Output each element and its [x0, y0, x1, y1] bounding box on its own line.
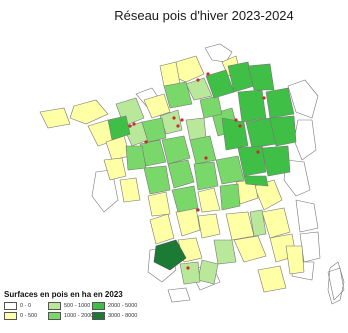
- legend-item: 500 - 1000: [48, 302, 90, 310]
- trial-site-dot: [204, 156, 208, 160]
- department: [153, 239, 187, 271]
- trial-site-dot: [144, 140, 148, 144]
- departments-500-1000: [115, 77, 267, 285]
- legend-item: 1000 - 2000: [48, 312, 93, 320]
- legend-items: 0 - 0 500 - 1000 2000 - 5000 0 - 500 100…: [4, 302, 344, 320]
- legend-label: 500 - 1000: [64, 303, 91, 309]
- legend-label: 3000 - 8000: [108, 313, 138, 319]
- department: [219, 183, 241, 211]
- department: [327, 267, 345, 301]
- department: [143, 93, 171, 119]
- legend-item: 0 - 0: [4, 302, 42, 310]
- legend-swatch: [4, 302, 17, 310]
- department: [265, 87, 295, 119]
- legend-swatch: [4, 312, 17, 320]
- department: [285, 245, 305, 275]
- departments-0-500: [39, 55, 305, 293]
- trial-site-dot: [238, 124, 242, 128]
- department: [221, 117, 249, 151]
- department: [185, 117, 207, 141]
- corsica-outline: [327, 261, 345, 305]
- department: [107, 115, 131, 141]
- legend-label: 2000 - 5000: [108, 303, 138, 309]
- trial-sites: [128, 72, 266, 270]
- legend-item: 3000 - 8000: [92, 312, 137, 320]
- trial-site-dot: [186, 266, 190, 270]
- trial-site-dot: [196, 78, 200, 82]
- department: [243, 175, 269, 187]
- department: [119, 177, 141, 203]
- trial-site-dot: [172, 116, 176, 120]
- legend-label: 0 - 500: [20, 313, 38, 319]
- department: [39, 107, 71, 129]
- trial-site-dot: [256, 150, 260, 154]
- department: [283, 159, 311, 197]
- department: [167, 159, 195, 189]
- department: [167, 287, 191, 303]
- department: [215, 155, 245, 185]
- trial-site-dot: [234, 118, 238, 122]
- departments-2000-5000: [107, 61, 297, 187]
- department: [171, 185, 199, 213]
- departments-3000-8000: [153, 239, 187, 271]
- department: [189, 135, 217, 165]
- trial-site-dot: [176, 124, 180, 128]
- trial-site-dot: [196, 208, 200, 212]
- department: [141, 117, 167, 143]
- department: [149, 213, 175, 245]
- department: [225, 211, 255, 241]
- department: [69, 99, 109, 125]
- legend-swatch: [92, 312, 105, 320]
- department: [213, 239, 237, 265]
- department: [197, 187, 221, 213]
- department: [261, 207, 291, 239]
- department: [197, 259, 219, 285]
- department: [175, 207, 201, 237]
- legend-swatch: [48, 312, 61, 320]
- department: [261, 145, 291, 177]
- department: [293, 119, 317, 161]
- department: [237, 89, 267, 123]
- department: [237, 145, 267, 177]
- department: [199, 95, 223, 119]
- department: [147, 191, 171, 217]
- department: [179, 261, 201, 285]
- legend-item: 2000 - 5000: [92, 302, 137, 310]
- department: [233, 235, 267, 263]
- department: [197, 213, 221, 239]
- legend-item: 0 - 500: [4, 312, 42, 320]
- map-title: Réseau pois d'hiver 2023-2024: [114, 8, 294, 23]
- department: [287, 79, 319, 119]
- trial-site-dot: [262, 96, 266, 100]
- department: [295, 199, 319, 233]
- department: [103, 157, 127, 181]
- department: [163, 81, 193, 109]
- map-legend: Surfaces en pois en ha en 2023 0 - 0 500…: [4, 290, 344, 320]
- department: [193, 161, 219, 191]
- legend-swatch: [48, 302, 61, 310]
- department: [143, 165, 171, 195]
- department: [247, 63, 275, 91]
- legend-label: 1000 - 2000: [64, 313, 94, 319]
- department: [161, 135, 191, 165]
- legend-label: 0 - 0: [20, 303, 32, 309]
- department: [269, 115, 297, 147]
- legend-title: Surfaces en pois en ha en 2023: [4, 290, 123, 299]
- trial-site-dot: [132, 122, 136, 126]
- department: [249, 209, 267, 237]
- trial-site-dot: [128, 124, 132, 128]
- trial-site-dot: [206, 72, 210, 76]
- legend-swatch: [92, 302, 105, 310]
- trial-site-dot: [180, 118, 184, 122]
- department: [257, 265, 287, 293]
- department: [204, 43, 233, 63]
